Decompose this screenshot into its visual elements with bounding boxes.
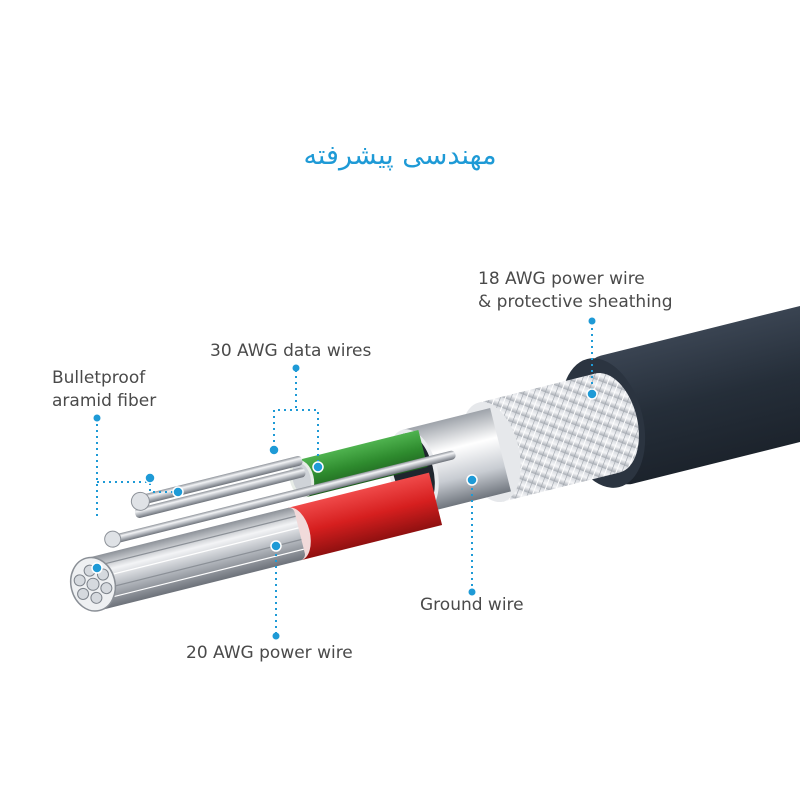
label-18awg-power-wire: 18 AWG power wire & protective sheathing <box>478 269 673 312</box>
callout-dot-30awg-b <box>312 461 324 473</box>
callout-dot-20awg <box>270 540 282 552</box>
label-ground-wire: Ground wire <box>420 595 524 615</box>
callouts <box>96 322 593 636</box>
callout-dot-18awg-top <box>588 317 596 325</box>
callout-dots <box>91 317 598 640</box>
label-20awg-power-wire: 20 AWG power wire <box>186 643 353 663</box>
callout-dot-20awg-bottom <box>272 632 280 640</box>
callout-dot-aramid-c <box>91 562 103 574</box>
page-title: مهندسی پیشرفته <box>303 140 497 171</box>
callout-dot-18awg <box>586 388 598 400</box>
callout-dot-30awg-a <box>268 444 280 456</box>
power-wire-bundle <box>69 507 305 612</box>
callout-dot-aramid-top <box>93 414 101 422</box>
ground-wire <box>104 450 456 548</box>
callout-dot-aramid-a <box>144 472 156 484</box>
label-30awg-data-wires: 30 AWG data wires <box>210 341 372 361</box>
callout-dot-30awg-top <box>292 364 300 372</box>
label-aramid-fiber: Bulletproof aramid fiber <box>52 368 157 411</box>
callout-dot-ground <box>466 474 478 486</box>
callout-dot-aramid-b <box>172 486 184 498</box>
callout-bracket-30awg <box>273 409 319 466</box>
callout-dot-ground-bottom <box>468 588 476 596</box>
